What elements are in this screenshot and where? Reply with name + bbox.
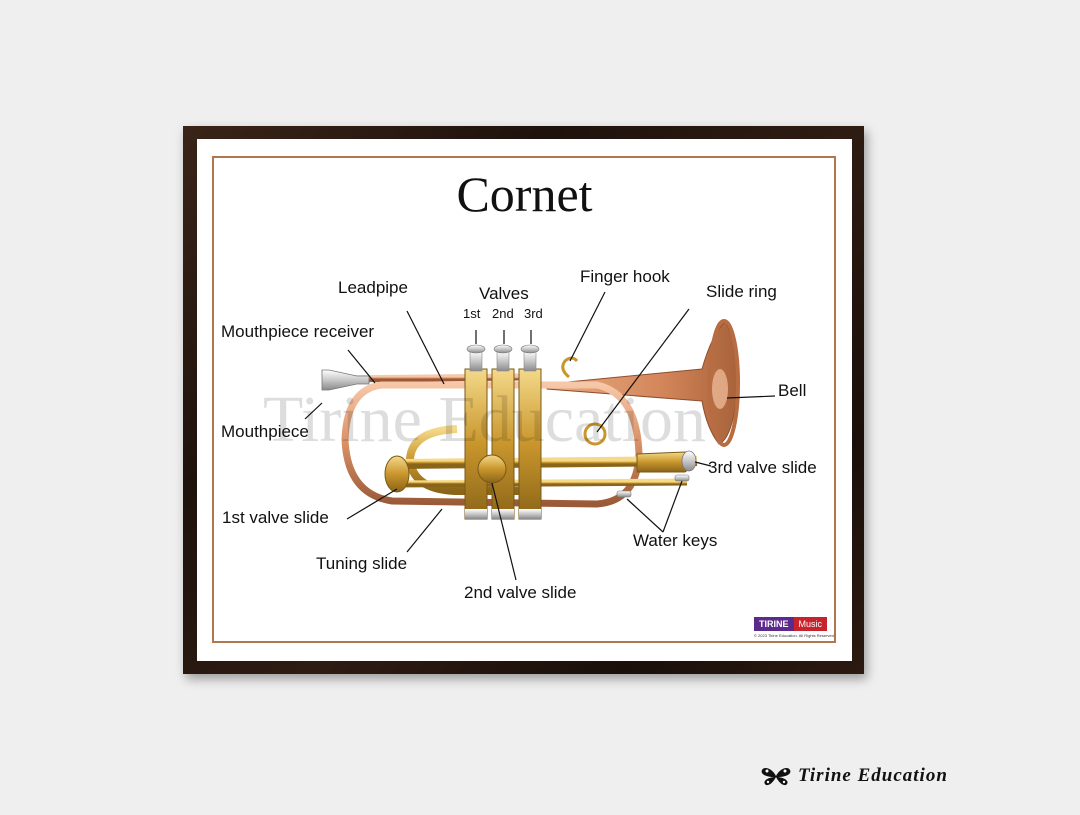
- label-finger-hook: Finger hook: [580, 267, 670, 286]
- label-third-valve-slide: 3rd valve slide: [708, 458, 817, 477]
- copyright-text: © 2023 Tirine Education. All Rights Rese…: [754, 633, 834, 638]
- poster-title: Cornet: [456, 166, 593, 222]
- watermark: Tirine Education: [263, 383, 707, 456]
- cornet-diagram: [304, 291, 776, 581]
- label-leadpipe: Leadpipe: [338, 278, 408, 297]
- butterfly-icon: [761, 768, 791, 786]
- label-second-valve-slide: 2nd valve slide: [464, 583, 577, 602]
- water-key-1: [616, 490, 632, 498]
- first-valve-slide-shape: [384, 455, 410, 493]
- brand-part-1: TIRINE: [754, 617, 794, 631]
- label-bell: Bell: [778, 381, 807, 400]
- tirine-music-logo: TIRINE Music: [754, 617, 828, 631]
- label-valves: Valves: [479, 284, 529, 303]
- water-key-2: [674, 474, 690, 482]
- label-tuning-slide: Tuning slide: [316, 554, 408, 573]
- label-mouthpiece: Mouthpiece: [221, 422, 309, 441]
- valve-button-1: [466, 344, 486, 354]
- tuning-slide-loop: [341, 381, 643, 508]
- label-valve-3: 3rd: [524, 306, 543, 321]
- footer-brand-text: Tirine Education: [798, 765, 948, 786]
- label-valve-2: 2nd: [492, 306, 514, 321]
- label-water-keys: Water keys: [633, 531, 718, 550]
- label-valve-1: 1st: [463, 306, 481, 321]
- valve-button-3: [520, 344, 540, 354]
- finger-hook-shape: [561, 356, 579, 379]
- slide-ring-shape: [583, 422, 607, 446]
- mouthpiece-shape: [321, 369, 370, 391]
- brand-part-2: Music: [793, 617, 828, 631]
- label-mouthpiece-receiver: Mouthpiece receiver: [221, 322, 375, 341]
- valve-button-2: [493, 344, 513, 354]
- poster-border: [212, 156, 836, 643]
- footer-brand: Tirine Education: [760, 765, 948, 787]
- leader-lines: [304, 291, 776, 581]
- label-slide-ring: Slide ring: [706, 282, 777, 301]
- bell-rim: [708, 319, 740, 447]
- poster: Cornet: [197, 139, 852, 661]
- picture-frame: Cornet: [183, 126, 864, 674]
- second-valve-slide-shape: [477, 454, 507, 484]
- label-first-valve-slide: 1st valve slide: [222, 508, 329, 527]
